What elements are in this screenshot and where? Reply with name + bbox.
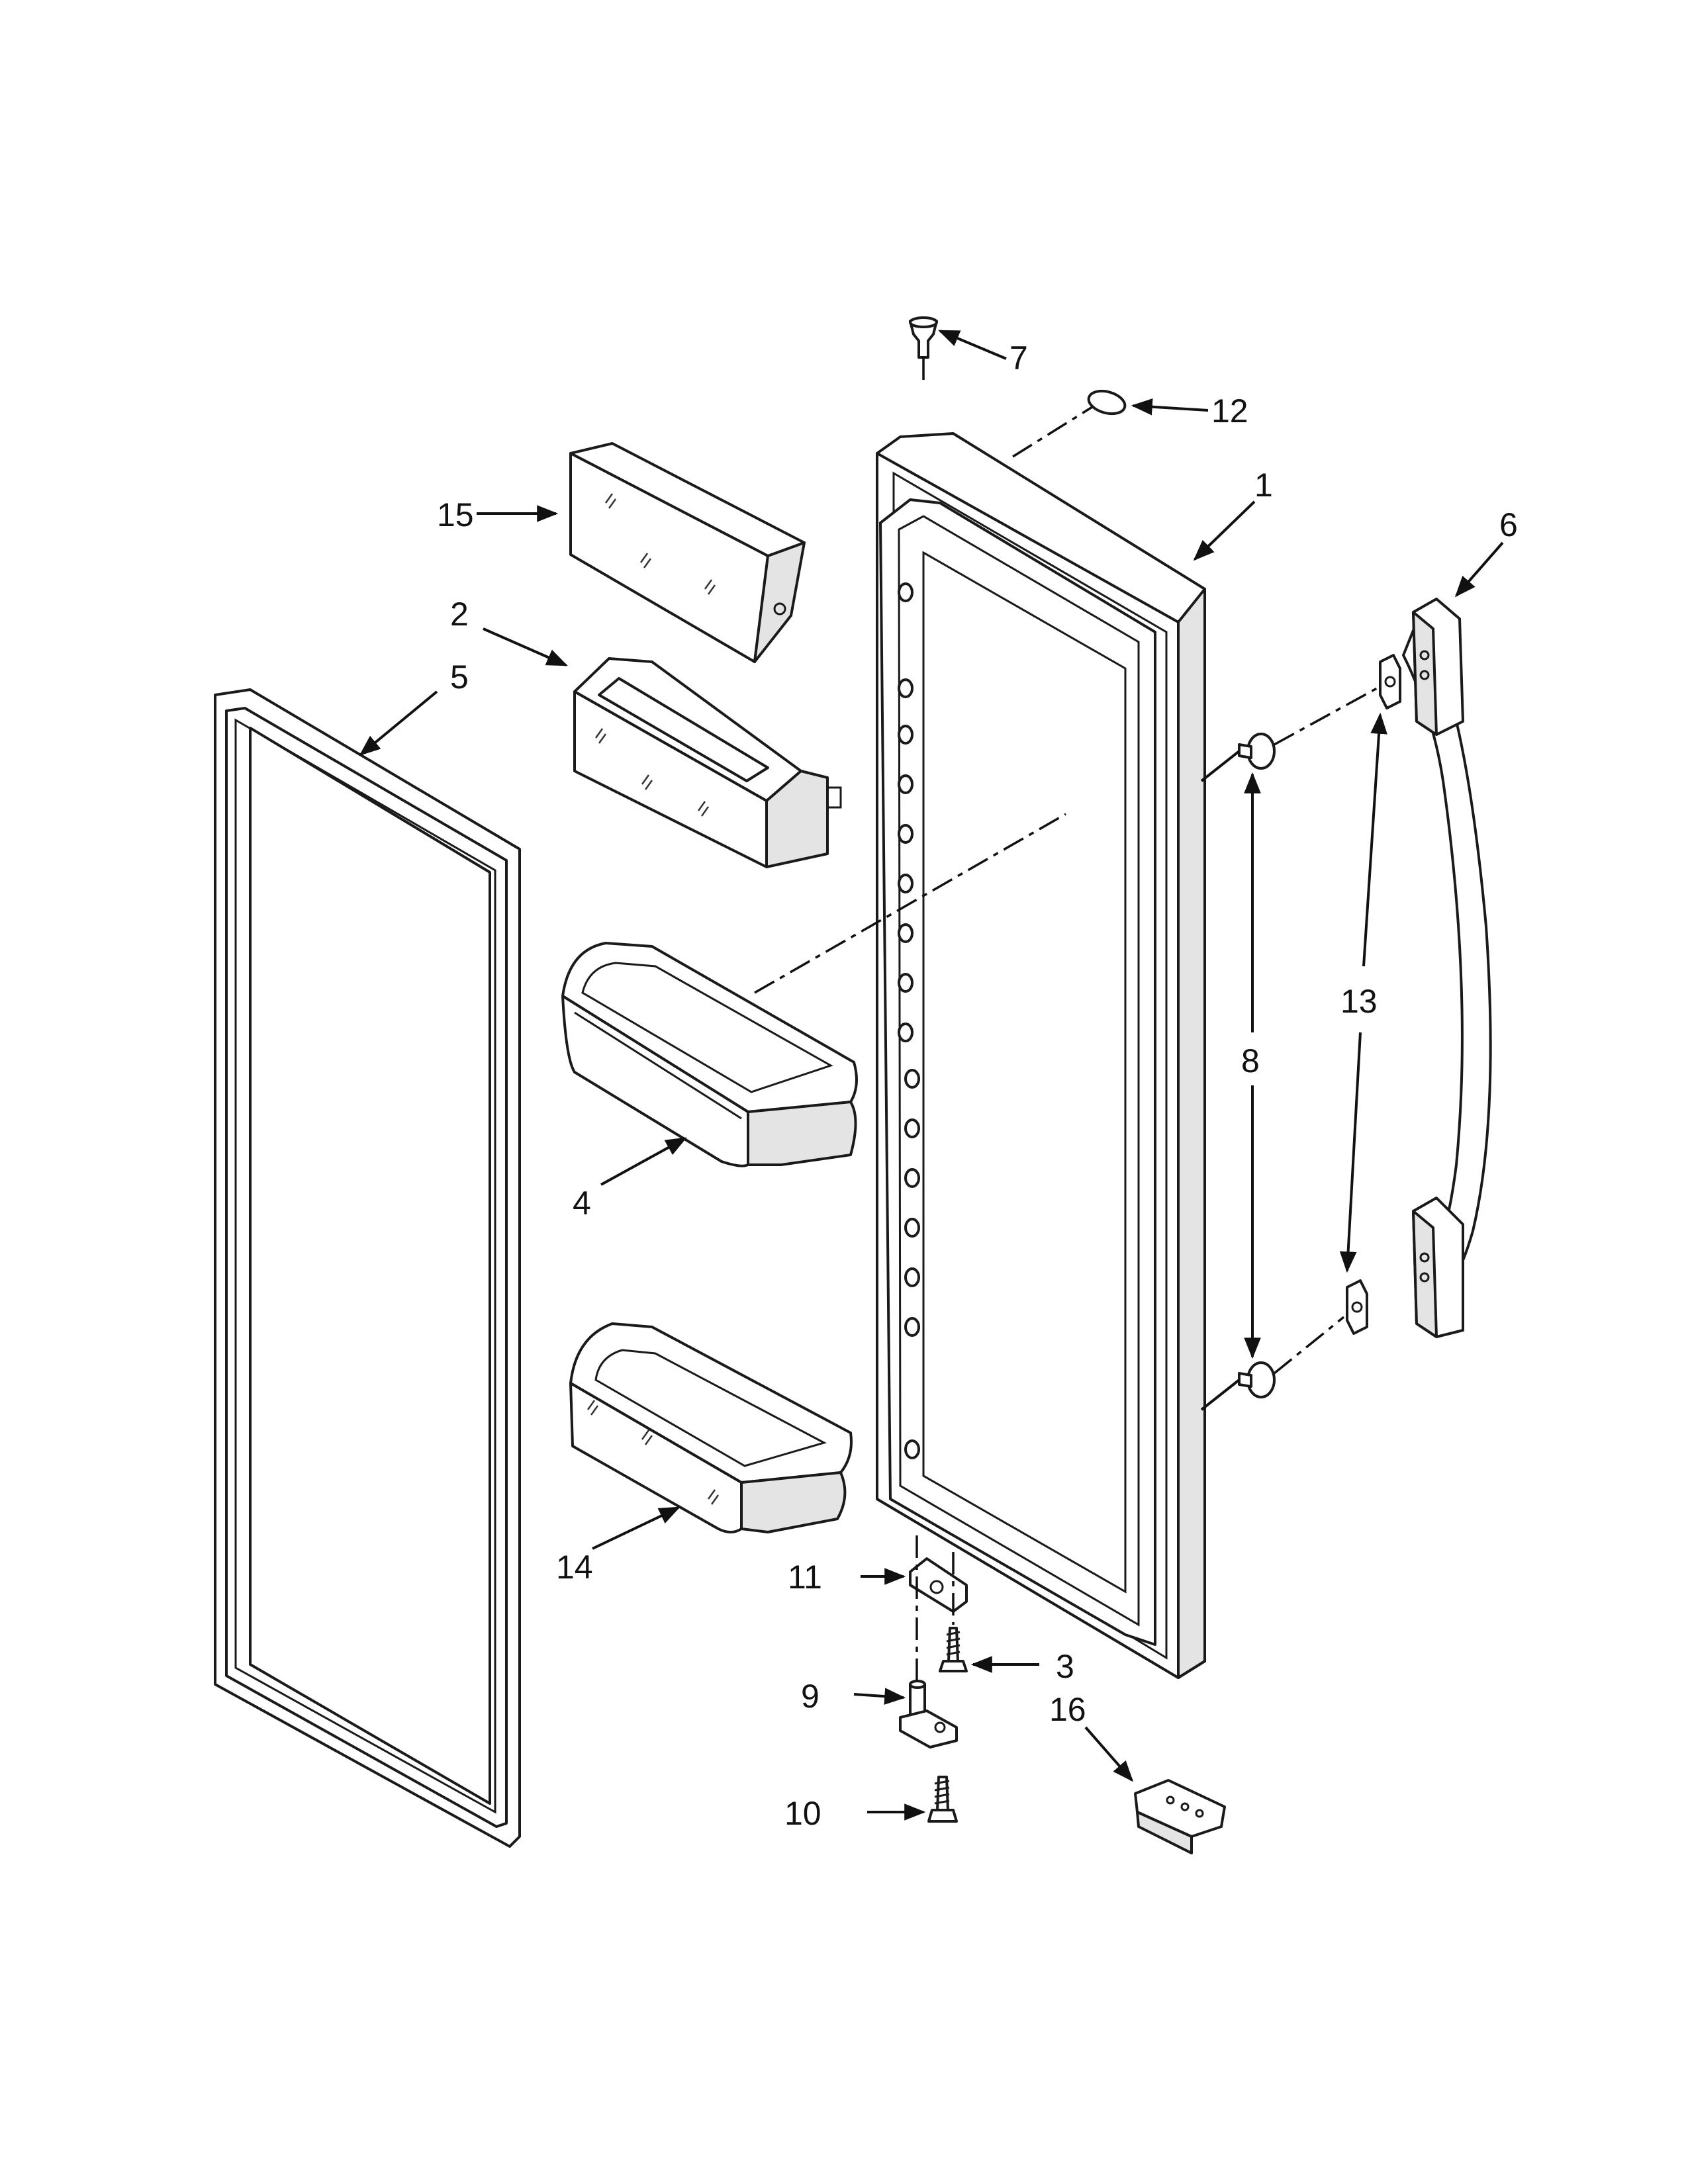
door-handle	[1402, 598, 1492, 1338]
callout-11: 11	[788, 1559, 822, 1596]
handle-stud-upper	[1238, 733, 1276, 770]
handle-clip-lower	[1346, 1279, 1368, 1335]
callout-7: 7	[1009, 340, 1028, 377]
hinge-shim	[909, 1557, 968, 1613]
door-gasket	[214, 688, 521, 1848]
callout-16: 16	[1049, 1691, 1086, 1728]
callout-2: 2	[450, 596, 469, 633]
callout-4: 4	[573, 1185, 591, 1222]
callout-10: 10	[784, 1795, 821, 1832]
hinge-cover	[1134, 1779, 1226, 1854]
callout-labels: 7 12 1 6 15 2 5 13 8 4 14 11 3 9 16 10	[437, 340, 1518, 1832]
callout-3: 3	[1056, 1648, 1074, 1685]
door-bin-lower	[569, 1322, 853, 1533]
alignment-lines	[754, 357, 1378, 1681]
leader-lines	[359, 330, 1504, 1821]
screw-3	[939, 1627, 968, 1672]
callout-8: 8	[1241, 1042, 1260, 1079]
callout-9: 9	[801, 1678, 820, 1715]
callout-13: 13	[1340, 983, 1378, 1020]
door-bin	[561, 942, 858, 1167]
shelf-retainer-bumps	[898, 582, 920, 1459]
callout-1: 1	[1254, 467, 1273, 504]
callout-12: 12	[1211, 392, 1248, 430]
callout-5: 5	[450, 659, 469, 696]
callout-15: 15	[437, 496, 474, 533]
hinge-bushing	[909, 316, 938, 359]
hinge-cap-plug	[1087, 389, 1127, 416]
door-assembly	[876, 432, 1206, 1679]
callout-6: 6	[1499, 506, 1518, 543]
dairy-compartment-door	[569, 442, 806, 663]
bottom-hinge-pin	[899, 1680, 958, 1749]
handle-stud-lower	[1238, 1361, 1276, 1398]
callout-14: 14	[556, 1549, 593, 1586]
handle-clip-upper	[1379, 654, 1401, 709]
dairy-bin	[573, 657, 842, 868]
screw-10	[927, 1776, 958, 1823]
